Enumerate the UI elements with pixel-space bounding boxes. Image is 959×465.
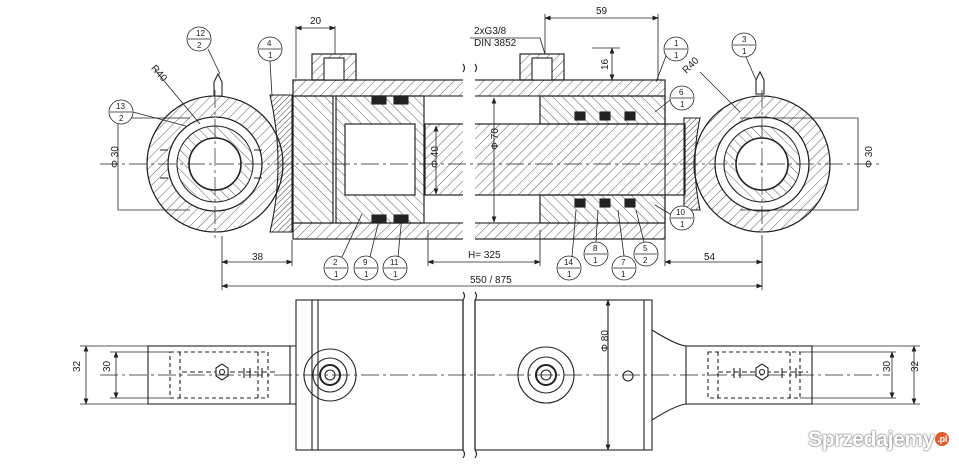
- balloon-13: 132: [108, 99, 187, 127]
- watermark-logo: Sprzedajemy.pl: [808, 428, 951, 458]
- balloon-1: 11: [655, 36, 689, 83]
- dim-ports: 2xG3/8: [474, 26, 507, 37]
- nipple-left-top: [182, 363, 278, 381]
- dim-phi70: Φ 70: [490, 128, 501, 150]
- nipple-right-top: [718, 363, 808, 381]
- exterior-dimension-labels: 32 30 Φ 80 30 32: [72, 330, 921, 372]
- dim-30-right: 30: [882, 360, 893, 372]
- balloon-4: 41: [257, 36, 283, 97]
- svg-text:1: 1: [268, 51, 273, 60]
- svg-text:1: 1: [680, 100, 685, 109]
- dim-38: 38: [252, 252, 264, 263]
- svg-text:10: 10: [676, 208, 685, 217]
- balloon-6: 61: [654, 85, 695, 113]
- dim-16: 16: [600, 58, 611, 70]
- balloon-9: 91: [353, 215, 381, 281]
- exterior-dimensions: [80, 299, 920, 451]
- balloon-3: 31: [731, 32, 757, 81]
- balloon-8: 81: [583, 209, 609, 267]
- dim-54: 54: [704, 252, 716, 263]
- dim-20: 20: [310, 16, 322, 27]
- svg-text:1: 1: [674, 51, 679, 60]
- svg-text:11: 11: [390, 258, 399, 267]
- dim-phi30-right: Φ 30: [864, 146, 875, 168]
- svg-text:6: 6: [679, 88, 684, 97]
- dim-phi30-left: Φ 30: [110, 146, 121, 168]
- dim-stroke: H= 325: [468, 250, 501, 261]
- svg-text:12: 12: [196, 29, 205, 38]
- svg-text:1: 1: [674, 39, 679, 48]
- svg-text:1: 1: [393, 270, 398, 279]
- part-balloons: 122 41 132 11 31 61: [108, 26, 757, 281]
- svg-text:1: 1: [742, 47, 747, 56]
- svg-text:1: 1: [680, 220, 685, 229]
- balloon-12: 122: [186, 26, 221, 75]
- svg-text:2: 2: [643, 256, 648, 265]
- dim-32-left: 32: [72, 360, 83, 372]
- dim-r40-left: R40: [148, 63, 169, 84]
- svg-text:1: 1: [567, 270, 572, 279]
- svg-text:2: 2: [197, 41, 202, 50]
- dim-phi80: Φ 80: [600, 330, 611, 352]
- balloon-2: 21: [323, 213, 363, 281]
- balloon-5: 52: [633, 209, 659, 267]
- svg-text:4: 4: [267, 39, 272, 48]
- svg-text:3: 3: [742, 35, 747, 44]
- balloon-7: 71: [611, 209, 637, 281]
- svg-text:9: 9: [363, 258, 368, 267]
- dim-30-left: 30: [102, 360, 113, 372]
- dim-32-right: 32: [910, 360, 921, 372]
- dim-phi40: Φ 40: [430, 146, 441, 168]
- svg-text:2: 2: [333, 258, 338, 267]
- balloon-14: 141: [556, 209, 582, 281]
- dim-59: 59: [596, 6, 608, 17]
- svg-text:13: 13: [116, 102, 125, 111]
- dim-length: 550 / 875: [470, 275, 512, 286]
- svg-text:1: 1: [334, 270, 339, 279]
- svg-text:14: 14: [564, 258, 573, 267]
- svg-text:1: 1: [364, 270, 369, 279]
- dim-din: DIN 3852: [474, 38, 517, 49]
- svg-text:8: 8: [593, 244, 598, 253]
- svg-text:7: 7: [621, 258, 626, 267]
- balloon-10: 101: [654, 204, 695, 231]
- grease-nipple-right: [755, 70, 765, 95]
- section-dimensions: [117, 14, 859, 290]
- svg-text:2: 2: [119, 114, 124, 123]
- section-view: [100, 53, 880, 250]
- balloon-11: 111: [382, 215, 408, 281]
- grease-nipple-left: [213, 72, 223, 97]
- exterior-view: [100, 291, 890, 459]
- svg-text:1: 1: [593, 256, 598, 265]
- svg-text:5: 5: [643, 244, 648, 253]
- svg-text:1: 1: [621, 270, 626, 279]
